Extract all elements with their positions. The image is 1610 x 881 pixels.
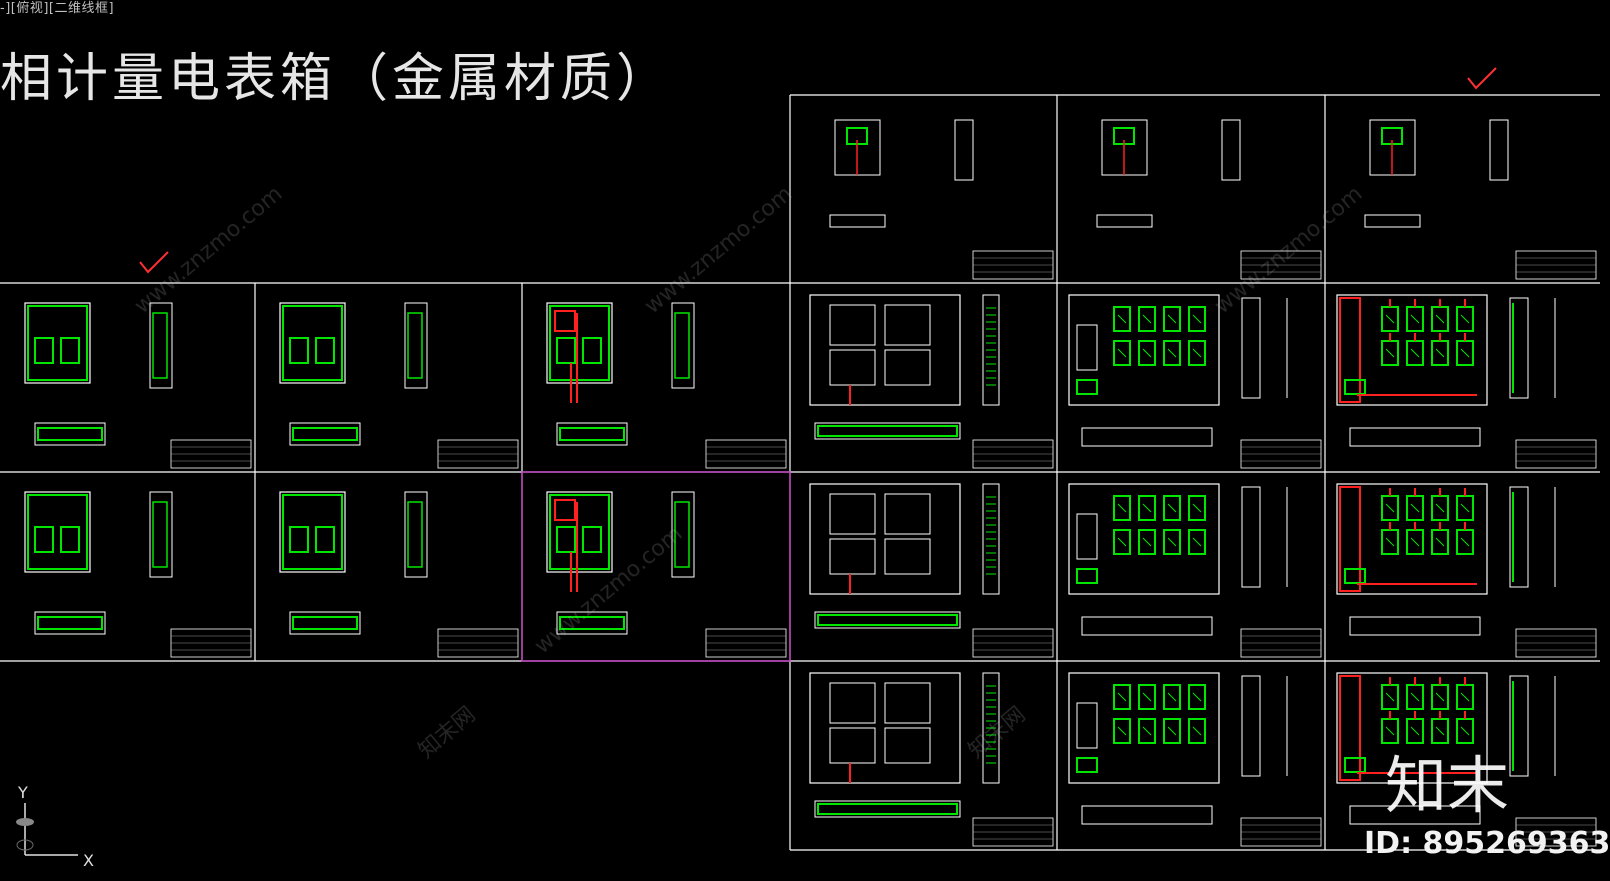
check-mark — [139, 251, 169, 274]
sheet-2-0 — [24, 491, 252, 658]
sheet-1-2 — [546, 302, 787, 469]
check-mark — [1467, 67, 1497, 90]
watermark-logo: 知末 — [1385, 749, 1510, 822]
check-marks — [139, 67, 1497, 274]
sheet-1-0 — [24, 302, 252, 469]
sheet-2-5 — [1336, 483, 1597, 658]
ucs-y-label: Y — [18, 783, 28, 802]
sheet-2-2 — [521, 471, 791, 662]
sheet-3-5 — [1336, 672, 1597, 847]
watermark-id: ID: 895269363 — [1364, 826, 1610, 861]
sheet-3-3 — [809, 672, 1054, 847]
ucs-icon — [16, 803, 78, 856]
sheet-1-5 — [1336, 294, 1597, 469]
drawing-title: 相计量电表箱（金属材质） — [0, 49, 673, 109]
sheet-0-3 — [829, 119, 1054, 280]
sheet-1-4 — [1068, 294, 1322, 469]
sheet-0-4 — [1096, 119, 1322, 280]
sheet-2-3 — [809, 483, 1054, 658]
sheet-drawings — [24, 119, 1597, 847]
viewport-label[interactable]: -][俯视][二维线框] — [0, 1, 115, 16]
sheet-1-3 — [809, 294, 1054, 469]
ucs-x-label: X — [83, 851, 94, 870]
sheet-2-1 — [279, 491, 519, 658]
sheet-0-5 — [1364, 119, 1597, 280]
sheet-2-4 — [1068, 483, 1322, 658]
sheet-3-4 — [1068, 672, 1322, 847]
sheet-1-1 — [279, 302, 519, 469]
